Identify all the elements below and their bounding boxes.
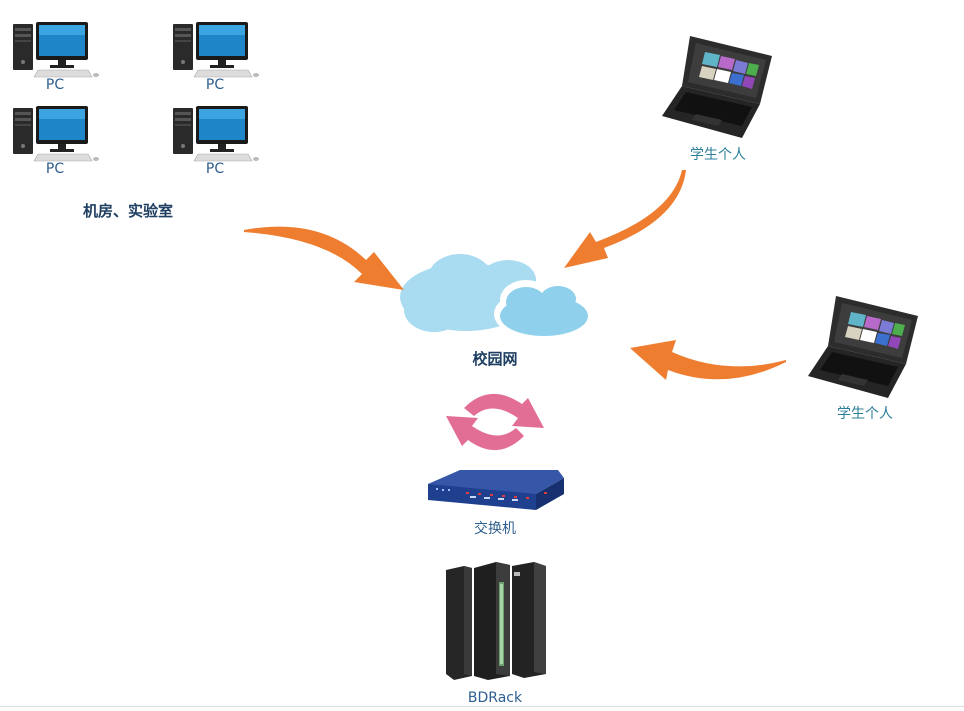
laptop-icon — [660, 34, 780, 139]
cloud-icon — [400, 254, 594, 340]
switch-label: 交换机 — [474, 521, 516, 537]
pc-icon — [172, 22, 262, 78]
arrow-laptop2-to-cloud — [630, 340, 786, 380]
server-label: BDRack — [467, 690, 523, 706]
bottom-divider — [0, 706, 964, 707]
pc-icon — [172, 106, 262, 162]
switch-icon — [428, 470, 564, 510]
laptop-label: 学生个人 — [837, 406, 893, 422]
pc-label: PC — [205, 77, 225, 93]
pc-label: PC — [45, 161, 65, 177]
server-rack-icon — [446, 562, 546, 680]
lab-group-label: 机房、实验室 — [82, 202, 173, 220]
pc-icon — [12, 22, 102, 78]
pc-label: PC — [45, 77, 65, 93]
arrow-laptop1-to-cloud — [564, 170, 686, 268]
arrow-lab-to-cloud — [244, 226, 404, 290]
cloud-label: 校园网 — [472, 350, 518, 368]
exchange-arrows-icon — [446, 393, 544, 451]
pc-label: PC — [205, 161, 225, 177]
pc-icon — [12, 106, 102, 162]
laptop-icon — [806, 294, 926, 399]
laptop-label: 学生个人 — [690, 147, 746, 163]
